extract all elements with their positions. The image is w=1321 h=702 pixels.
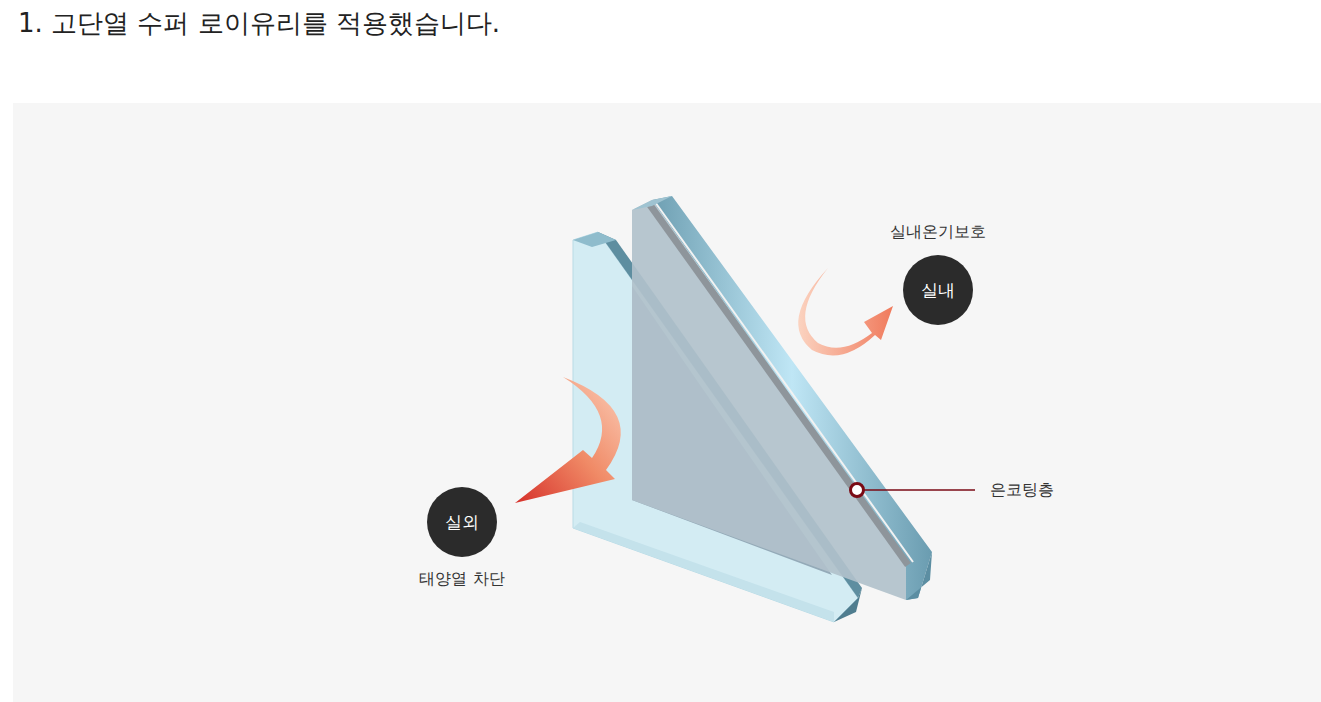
caption-text: 태양열 차단 [419,569,504,590]
circle-node: 실외태양열 차단 [419,487,504,590]
circle-label: 실내 [921,279,955,302]
inner-glass-pane [632,196,932,600]
circle-node: 실내온기보호실내 [890,222,986,325]
dark-circle: 실외 [427,487,497,557]
heading: 1. 고단열 수퍼 로이유리를 적용했습니다. [18,6,500,41]
circle-label: 실외 [445,511,479,534]
leader-line [864,489,975,491]
callout-label: 은코팅층 [990,480,1054,501]
dark-circle: 실내 [903,255,973,325]
leader-dot [851,484,864,497]
circle-fill [903,255,973,325]
heat-arrow-outdoor [515,377,621,503]
circle-fill [427,487,497,557]
caption-text: 실내온기보호 [890,222,986,243]
heat-arrow-indoor [798,268,893,355]
